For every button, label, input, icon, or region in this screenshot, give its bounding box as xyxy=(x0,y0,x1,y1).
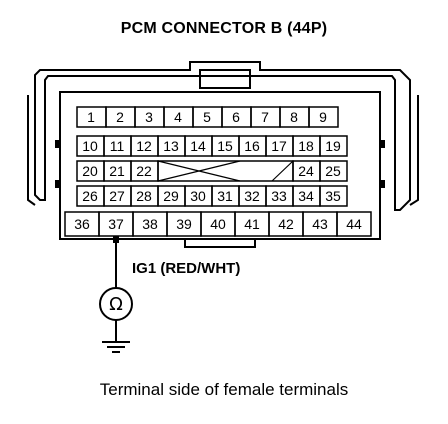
pin-label: 43 xyxy=(312,216,328,232)
pin-label: 39 xyxy=(176,216,192,232)
pin-label: 20 xyxy=(82,163,98,179)
pin-label: 11 xyxy=(110,138,125,154)
pin-label: 30 xyxy=(190,188,206,204)
row-4 xyxy=(76,185,348,207)
pin-label: 13 xyxy=(163,138,179,154)
pin-label: 3 xyxy=(145,109,153,125)
pin-label: 42 xyxy=(278,216,294,232)
pin-label: 17 xyxy=(271,138,287,154)
pin-label: 44 xyxy=(346,216,362,232)
probe-label: IG1 (RED/WHT) xyxy=(132,260,240,277)
ground-icon xyxy=(102,320,130,353)
pin-label: 36 xyxy=(74,216,90,232)
pin-label: 32 xyxy=(244,188,260,204)
pin-label: 12 xyxy=(136,138,152,154)
pin-label: 6 xyxy=(232,109,240,125)
ohmmeter-icon: Ω xyxy=(99,287,133,321)
diagram-title: PCM CONNECTOR B (44P) xyxy=(120,20,328,37)
pin-label: 34 xyxy=(298,188,314,204)
probe-wire xyxy=(113,236,119,288)
pin-label: 40 xyxy=(210,216,226,232)
connector-housing xyxy=(34,61,411,211)
pin-label: 24 xyxy=(298,163,314,179)
pin-label: 8 xyxy=(290,109,298,125)
pin-label: 9 xyxy=(319,109,327,125)
diagram-caption: Terminal side of female terminals xyxy=(99,380,349,399)
pin-label: 37 xyxy=(108,216,124,232)
latch-tab xyxy=(199,69,251,89)
pin-label: 2 xyxy=(116,109,124,125)
pin-label: 10 xyxy=(82,138,98,154)
row-2 xyxy=(76,135,348,157)
pin-label: 15 xyxy=(217,138,233,154)
pin-label: 14 xyxy=(190,138,206,154)
pin-label: 7 xyxy=(261,109,269,125)
pin-label: 1 xyxy=(87,109,95,125)
pin-label: 38 xyxy=(142,216,158,232)
pin-label: 33 xyxy=(271,188,287,204)
pin-label: 29 xyxy=(163,188,179,204)
ohm-symbol: Ω xyxy=(109,294,123,315)
pin-label: 18 xyxy=(298,138,314,154)
bottom-key xyxy=(184,238,256,248)
pin-label: 4 xyxy=(174,109,182,125)
pin-label: 26 xyxy=(82,188,98,204)
pin-label: 28 xyxy=(136,188,152,204)
pin-label: 27 xyxy=(109,188,125,204)
pin-label: 31 xyxy=(217,188,233,204)
pin-label: 5 xyxy=(203,109,211,125)
pin-label: 41 xyxy=(244,216,260,232)
row-3 xyxy=(76,160,348,182)
pin-label: 22 xyxy=(136,163,152,179)
pin-label: 21 xyxy=(109,163,125,179)
pin-label: 35 xyxy=(325,188,341,204)
row-1 xyxy=(76,106,339,128)
pin-label: 16 xyxy=(244,138,260,154)
pin-label: 25 xyxy=(325,163,341,179)
pin-label: 19 xyxy=(325,138,341,154)
